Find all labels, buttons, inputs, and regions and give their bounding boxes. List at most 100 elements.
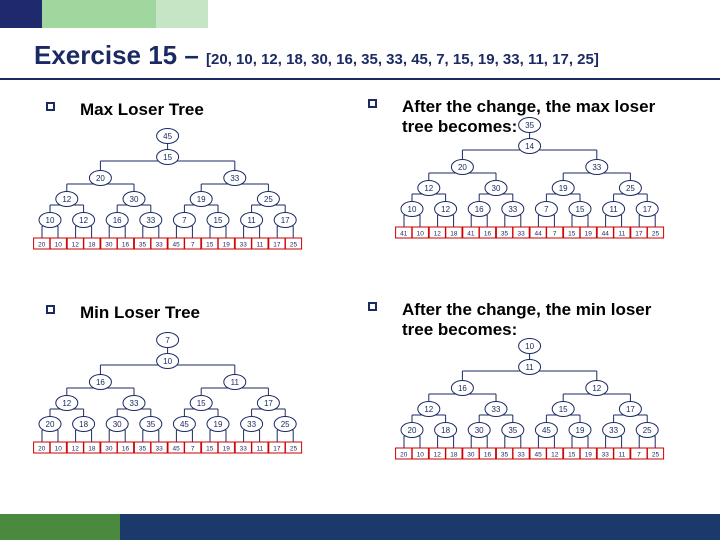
tree-node: 11 <box>240 212 264 228</box>
svg-text:30: 30 <box>130 195 139 204</box>
svg-text:35: 35 <box>501 231 509 238</box>
svg-text:19: 19 <box>223 242 231 249</box>
player-box: 33 <box>596 447 614 460</box>
player-box: 33 <box>234 237 252 250</box>
player-box: 30 <box>462 447 480 460</box>
player-box: 15 <box>563 447 581 460</box>
player-box: 35 <box>495 447 514 460</box>
bullet-marker-icon <box>368 302 377 311</box>
svg-text:18: 18 <box>88 242 96 249</box>
svg-text:16: 16 <box>96 378 105 387</box>
tree-node: 18 <box>72 416 96 432</box>
svg-text:12: 12 <box>72 446 80 453</box>
player-box: 25 <box>284 237 303 250</box>
svg-text:33: 33 <box>240 446 248 453</box>
svg-text:30: 30 <box>105 242 113 249</box>
svg-text:12: 12 <box>551 452 559 459</box>
svg-text:20: 20 <box>38 242 46 249</box>
player-box: 16 <box>478 226 497 239</box>
tree-node: 20 <box>88 170 112 186</box>
svg-text:11: 11 <box>619 452 626 459</box>
svg-text:44: 44 <box>534 231 542 238</box>
tree-node: 33 <box>501 201 525 217</box>
tree-node: 45 <box>172 416 196 432</box>
player-box: 41 <box>462 226 480 239</box>
svg-text:45: 45 <box>172 242 180 249</box>
tree-node: 20 <box>450 159 474 175</box>
svg-text:10: 10 <box>46 216 55 225</box>
bullet-min-after-change: After the change, the min loser tree bec… <box>368 300 680 340</box>
svg-text:19: 19 <box>576 426 585 435</box>
svg-text:35: 35 <box>146 420 155 429</box>
tree-node: 30 <box>105 416 129 432</box>
player-box: 25 <box>646 226 665 239</box>
bullet-marker-icon <box>46 102 55 111</box>
player-box: 11 <box>613 226 631 239</box>
svg-text:7: 7 <box>191 446 195 453</box>
svg-text:18: 18 <box>441 426 450 435</box>
tree-node: 25 <box>273 416 297 432</box>
svg-text:25: 25 <box>652 231 660 238</box>
svg-text:33: 33 <box>146 216 155 225</box>
svg-text:12: 12 <box>441 205 450 214</box>
svg-text:33: 33 <box>592 163 601 172</box>
svg-text:33: 33 <box>155 242 163 249</box>
svg-text:17: 17 <box>273 242 281 249</box>
svg-text:12: 12 <box>79 216 88 225</box>
footer-bar <box>0 514 720 540</box>
tree-node: 15 <box>206 212 230 228</box>
svg-text:7: 7 <box>165 336 170 345</box>
svg-text:25: 25 <box>290 446 298 453</box>
bullet-label: Max Loser Tree <box>80 100 204 119</box>
tree-node: 20 <box>38 416 62 432</box>
svg-text:12: 12 <box>72 242 80 249</box>
player-box: 10 <box>411 447 429 460</box>
bullet-max-loser-tree: Max Loser Tree <box>46 100 306 120</box>
svg-text:30: 30 <box>113 420 122 429</box>
tree-node: 16 <box>467 201 491 217</box>
svg-text:10: 10 <box>163 357 172 366</box>
svg-text:15: 15 <box>568 231 576 238</box>
svg-text:18: 18 <box>450 231 458 238</box>
player-box: 15 <box>201 237 219 250</box>
tree-node: 33 <box>223 170 247 186</box>
tree-node-root: 10 <box>518 338 542 354</box>
player-box: 15 <box>563 226 581 239</box>
svg-text:14: 14 <box>525 142 534 151</box>
svg-text:20: 20 <box>400 452 408 459</box>
svg-text:20: 20 <box>96 174 105 183</box>
player-box: 30 <box>100 237 118 250</box>
tree-node: 15 <box>551 401 575 417</box>
svg-text:16: 16 <box>122 446 130 453</box>
tree-node: 25 <box>256 191 280 207</box>
tree-node: 14 <box>518 138 542 154</box>
player-box: 17 <box>268 237 286 250</box>
player-box: 16 <box>116 237 135 250</box>
svg-text:18: 18 <box>450 452 458 459</box>
player-box: 45 <box>167 441 185 454</box>
svg-text:45: 45 <box>163 132 172 141</box>
tree-node: 19 <box>189 191 213 207</box>
svg-text:19: 19 <box>223 446 231 453</box>
tree-node: 7 <box>534 201 558 217</box>
tree-node: 11 <box>518 359 542 375</box>
svg-text:11: 11 <box>609 205 618 214</box>
svg-text:15: 15 <box>576 205 585 214</box>
player-box: 18 <box>445 226 463 239</box>
bullet-marker-icon <box>368 99 377 108</box>
svg-text:11: 11 <box>247 216 256 225</box>
svg-text:15: 15 <box>206 242 214 249</box>
svg-text:15: 15 <box>568 452 576 459</box>
svg-text:17: 17 <box>643 205 652 214</box>
tree-node: 16 <box>88 374 112 390</box>
player-box: 7 <box>630 447 648 460</box>
svg-text:25: 25 <box>290 242 298 249</box>
player-box: 45 <box>529 447 547 460</box>
page-title-list: [20, 10, 12, 18, 30, 16, 35, 33, 45, 7, … <box>206 51 599 68</box>
svg-text:15: 15 <box>214 216 223 225</box>
tree-node: 33 <box>602 422 626 438</box>
bullet-label: After the change, the min loser tree bec… <box>402 300 652 339</box>
player-box: 10 <box>411 226 429 239</box>
